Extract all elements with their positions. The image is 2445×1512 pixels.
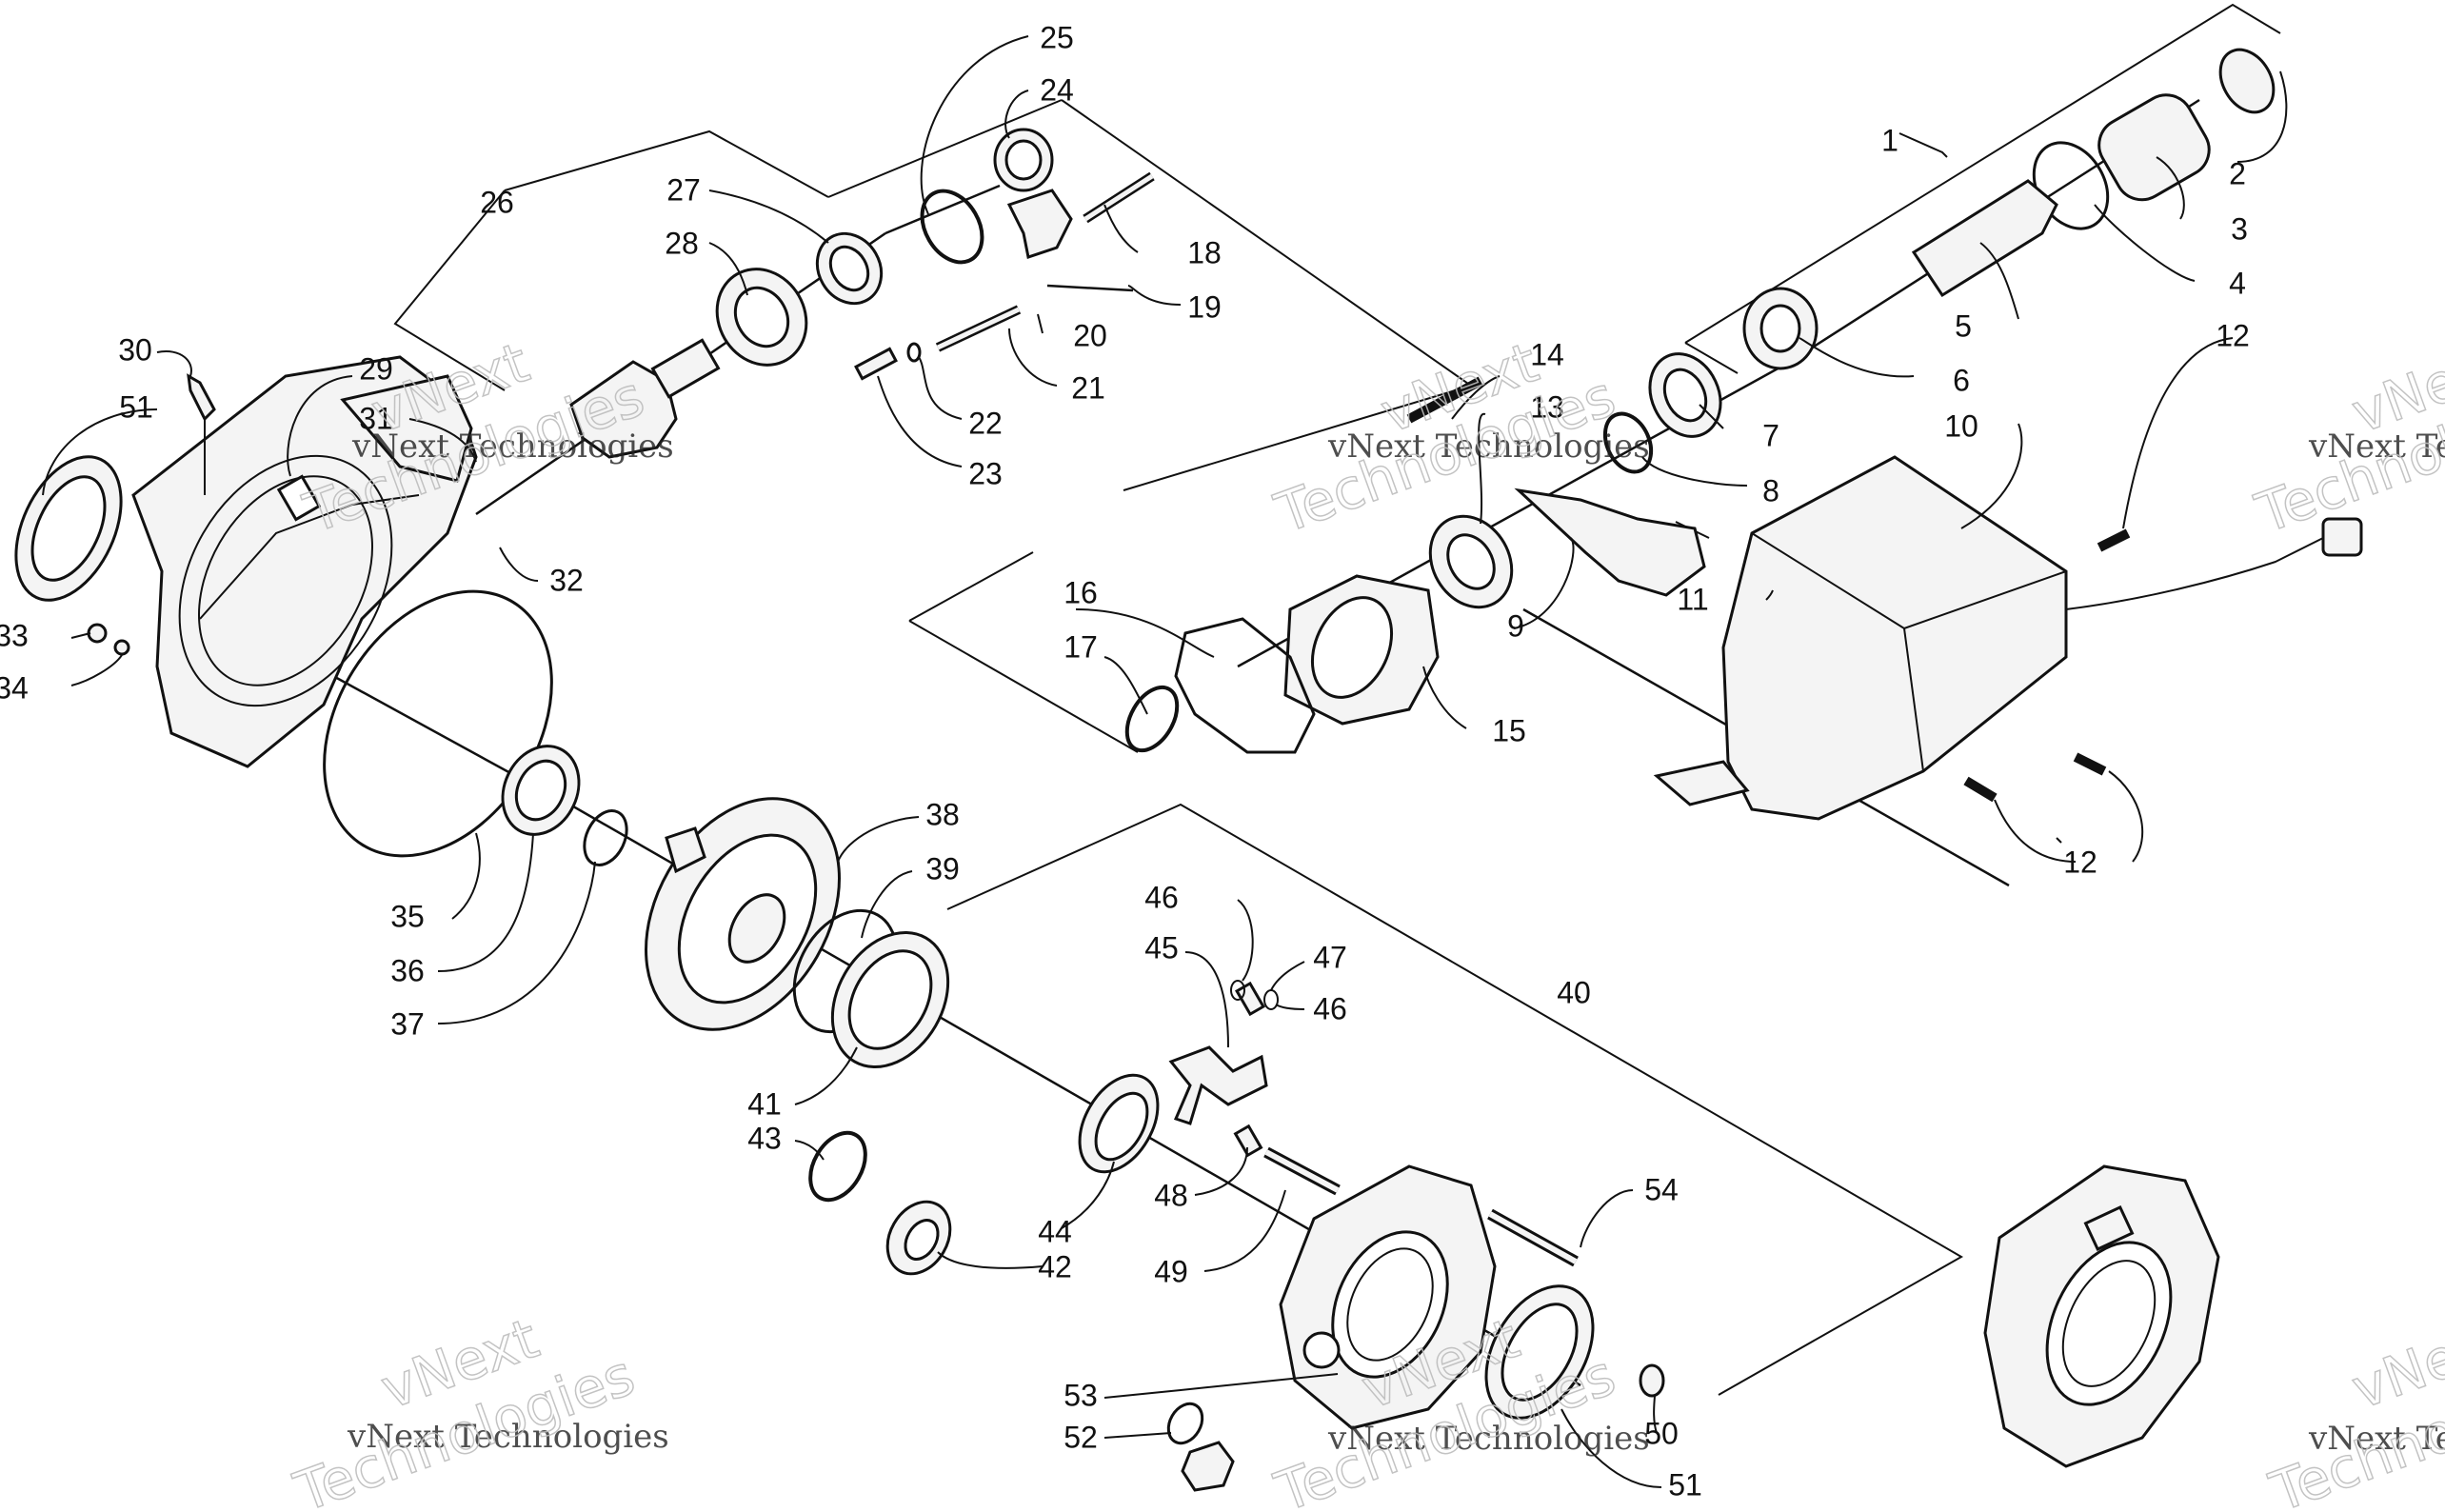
callout-47: 47 (1313, 940, 1347, 974)
callout-40: 40 (1557, 975, 1591, 1009)
callout-18: 18 (1187, 235, 1222, 269)
pinion-gear (569, 360, 678, 459)
callout-51-lower: 51 (1668, 1467, 1702, 1502)
svg-text:vNext Technologies: vNext Technologies (351, 428, 674, 466)
callout-20: 20 (1073, 318, 1107, 352)
callout-21: 21 (1071, 370, 1105, 405)
svg-text:vNext Technologies: vNext Technologies (2308, 1420, 2445, 1458)
leader-lines (42, 35, 2288, 1488)
callout-30: 30 (118, 332, 152, 367)
boot-3 (2097, 93, 2211, 202)
callout-49: 49 (1154, 1254, 1188, 1288)
callout-22: 22 (968, 406, 1003, 440)
callout-25: 25 (1040, 20, 1074, 54)
callout-11: 11 (1677, 582, 1708, 616)
callout-54: 54 (1644, 1172, 1679, 1206)
callout-26: 26 (480, 185, 514, 219)
callout-50: 50 (1644, 1416, 1679, 1450)
callout-24: 24 (1040, 72, 1074, 107)
callout-15: 15 (1492, 713, 1526, 747)
callout-6: 6 (1953, 363, 1970, 397)
callout-37: 37 (390, 1006, 425, 1041)
callout-17: 17 (1063, 629, 1098, 664)
callout-44: 44 (1038, 1214, 1072, 1248)
callout-46-lower: 46 (1313, 991, 1347, 1025)
callout-52: 52 (1063, 1420, 1098, 1454)
callout-39: 39 (925, 851, 960, 885)
shift-fork-45 (1168, 1045, 1268, 1125)
callout-28: 28 (665, 226, 699, 260)
callout-7: 7 (1762, 418, 1779, 452)
callout-4: 4 (2229, 266, 2246, 300)
callout-12-upper: 12 (2216, 318, 2250, 352)
callout-5: 5 (1955, 308, 1972, 343)
svg-text:vNext Technologies: vNext Technologies (347, 1418, 669, 1456)
callout-31: 31 (359, 401, 393, 435)
callout-53: 53 (1063, 1378, 1098, 1412)
callout-46-upper: 46 (1144, 880, 1179, 914)
callout-27: 27 (666, 172, 701, 207)
callout-32: 32 (549, 563, 584, 597)
callout-14: 14 (1530, 337, 1564, 371)
svg-text:vNext Technologies: vNext Technologies (1327, 1420, 1650, 1458)
callout-3: 3 (2231, 211, 2248, 246)
rear-housing (131, 355, 478, 768)
callout-41: 41 (747, 1086, 782, 1121)
callout-48: 48 (1154, 1178, 1188, 1212)
callout-42: 42 (1038, 1249, 1072, 1283)
frame-group-26 (504, 129, 829, 198)
svg-text:vNext Technologies: vNext Technologies (2308, 428, 2445, 466)
callout-12-lower: 12 (2063, 845, 2097, 879)
callout-38: 38 (925, 797, 960, 831)
callout-10: 10 (1944, 408, 1978, 443)
watermark-top-right: vNext vNext Technologies Technologies (2247, 329, 2445, 547)
callout-16: 16 (1063, 575, 1098, 609)
callout-34: 34 (0, 670, 29, 705)
callout-19: 19 (1187, 289, 1222, 324)
callout-45: 45 (1144, 930, 1179, 965)
callout-13: 13 (1530, 389, 1564, 424)
callout-1: 1 (1881, 123, 1898, 157)
callout-23: 23 (968, 456, 1003, 490)
callout-33: 33 (0, 618, 29, 652)
callout-43: 43 (747, 1121, 782, 1155)
callout-9: 9 (1507, 608, 1524, 643)
callout-51-left: 51 (119, 389, 153, 424)
callout-2: 2 (2229, 156, 2246, 190)
frame-group-40 (946, 803, 1964, 1396)
watermark-bottom-left: vNext vNext Technologies Technologies (286, 1305, 669, 1512)
parts (14, 48, 2363, 1492)
output-shaft-5 (1911, 179, 2058, 298)
watermark-top-left: vNext vNext Technologies Technologies (295, 329, 674, 547)
callout-35: 35 (390, 899, 425, 933)
callout-8: 8 (1762, 473, 1779, 507)
callout-36: 36 (390, 953, 425, 987)
actuator-motor-10 (1721, 455, 2068, 821)
svg-text:vNext Technologies: vNext Technologies (1327, 428, 1650, 466)
frame-group-15 (908, 551, 1034, 622)
callout-29: 29 (359, 351, 393, 386)
watermark-bottom-right: vNext vNext Technologies Technologies (2261, 1305, 2445, 1512)
frame-group-1 (1684, 3, 2281, 344)
callout-labels: 1 2 3 4 5 6 7 8 9 10 11 12 12 13 14 15 1… (0, 20, 2250, 1502)
